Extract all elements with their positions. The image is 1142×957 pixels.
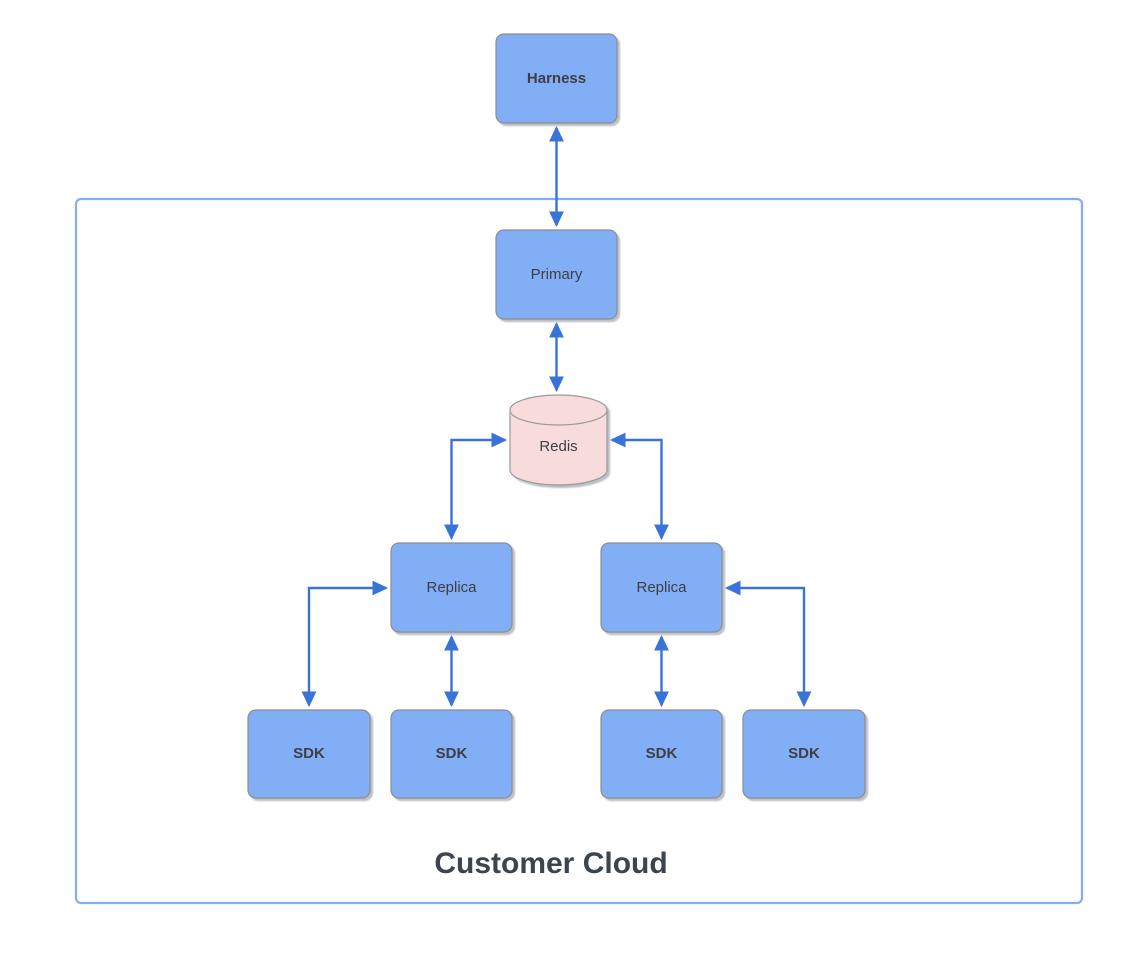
edge-redis-replica-right	[609, 432, 669, 541]
node-sdk-4-label: SDK	[788, 745, 820, 762]
node-sdk-3[interactable]: SDK	[600, 709, 723, 799]
node-harness-shape	[495, 33, 618, 124]
edge-replica-right-sdk-4	[724, 580, 812, 708]
node-replica-left-shape	[390, 542, 513, 633]
node-primary-shape	[495, 229, 618, 320]
node-sdk-2-shape	[390, 709, 513, 799]
node-redis-label: Redis	[539, 438, 577, 455]
node-replica-right-label: Replica	[636, 579, 687, 596]
edge-replica-left-sdk-1	[301, 580, 389, 708]
node-sdk-3-label: SDK	[646, 745, 678, 762]
node-replica-left-label: Replica	[426, 579, 477, 596]
customer-cloud-frame	[74, 197, 1084, 905]
customer-cloud-title: Customer Cloud	[434, 847, 667, 880]
edge-redis-replica-left	[444, 432, 508, 541]
node-primary-label: Primary	[531, 266, 583, 283]
node-replica-right[interactable]: Replica	[600, 542, 723, 633]
node-sdk-3-shape	[600, 709, 723, 799]
node-sdk-2[interactable]: SDK	[390, 709, 513, 799]
node-replica-right-shape	[600, 542, 723, 633]
node-primary[interactable]: Primary	[495, 229, 618, 320]
node-harness-label: Harness	[527, 70, 586, 87]
node-redis-top	[509, 394, 608, 426]
node-harness[interactable]: Harness	[495, 33, 618, 124]
node-sdk-4-shape	[742, 709, 866, 799]
node-sdk-2-label: SDK	[436, 745, 468, 762]
node-sdk-1-label: SDK	[293, 745, 325, 762]
node-redis-body	[509, 409, 608, 486]
node-sdk-4[interactable]: SDK	[742, 709, 866, 799]
node-replica-left[interactable]: Replica	[390, 542, 513, 633]
node-sdk-1-shape	[247, 709, 371, 799]
node-redis[interactable]: Redis	[509, 394, 608, 486]
node-sdk-1[interactable]: SDK	[247, 709, 371, 799]
